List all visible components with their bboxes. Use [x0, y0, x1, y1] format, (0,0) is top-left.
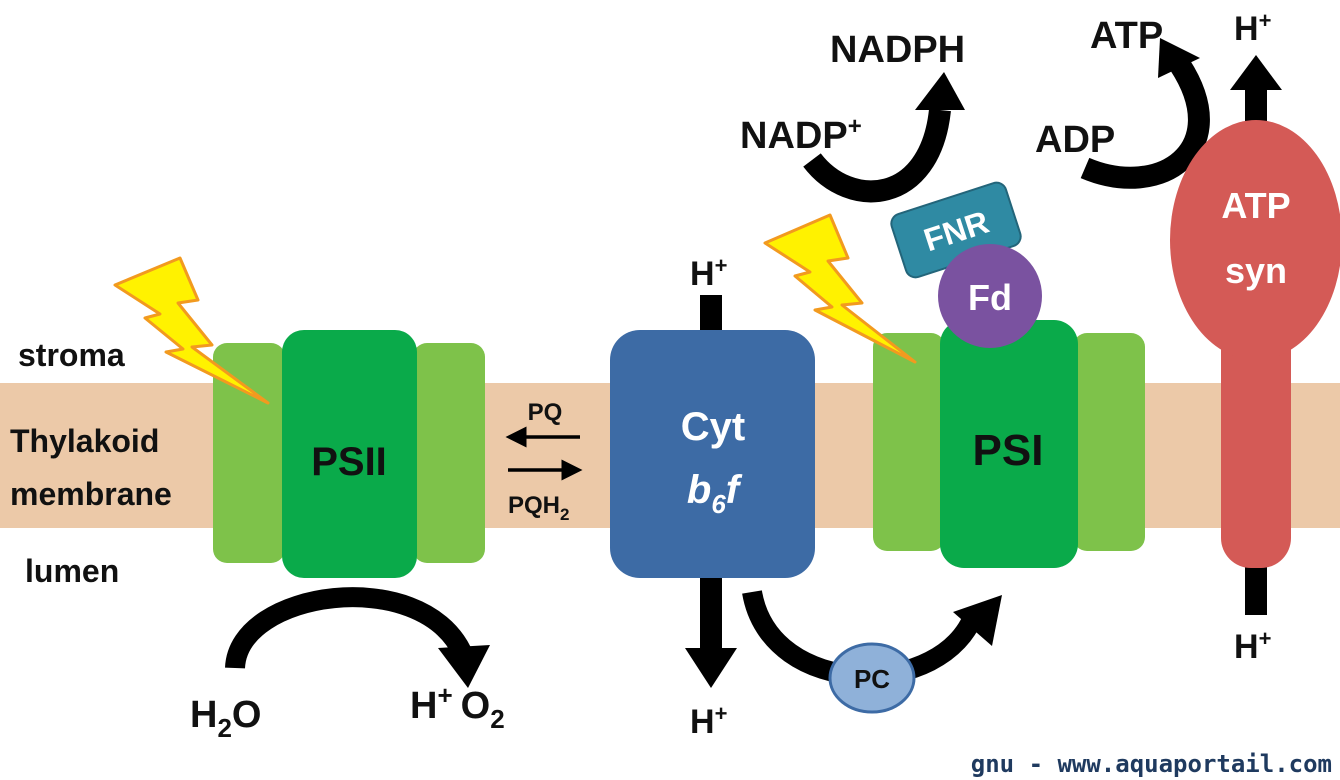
atp-arrow [1080, 59, 1210, 189]
psi-left-subunit [873, 333, 945, 551]
water-label: H2O [190, 694, 261, 743]
psi-right-subunit [1073, 333, 1145, 551]
pc-protein [828, 642, 916, 714]
membrane-label-line2: membrane [10, 476, 172, 512]
psii-core [282, 330, 417, 578]
membrane-label-line1: Thylakoid [10, 423, 159, 459]
pqh2-label: PQH2 [508, 492, 569, 524]
psii-left-subunit [213, 343, 285, 563]
psi-label: PSI [973, 426, 1044, 475]
proton-oxygen-label: H+O2 [410, 680, 505, 734]
atp-syn-label-line2: syn [1225, 250, 1287, 291]
cyt-label: Cyt [681, 405, 745, 449]
lumen-label: lumen [25, 553, 119, 589]
atps-top-arrowhead [1230, 55, 1282, 90]
stroma-label: stroma [18, 337, 125, 373]
cyt-down-arrow-shaft [700, 578, 722, 650]
atp-synthase: ATP syn [1170, 120, 1340, 568]
water-splitting-arrowhead [438, 645, 490, 688]
nadph-label: NADPH [830, 29, 965, 71]
water-splitting-arrow [225, 587, 471, 670]
pc-label: PC [854, 664, 890, 694]
cyt-b6f-body [610, 330, 815, 578]
nadph-arrow [803, 108, 951, 203]
psii-right-subunit [413, 343, 485, 563]
cyt-top-proton-label: H+ [690, 253, 727, 293]
atp-synthase-stalk [1221, 300, 1291, 568]
atps-bottom-proton-label: H+ [1234, 626, 1271, 666]
psii-label: PSII [311, 440, 387, 484]
cyt-down-arrowhead [685, 648, 737, 688]
cyt-subscript-label: b6f [687, 468, 743, 519]
pc-transfer-arrowhead [953, 595, 1002, 646]
cyt-top-proton-bar [700, 295, 722, 340]
watermark: gnu - www.aquaportail.com [971, 750, 1332, 778]
cyt-b6f-complex: Cyt b6f [610, 330, 815, 578]
atp-synthase-head [1170, 120, 1340, 360]
atp-label: ATP [1090, 15, 1163, 57]
lightning-bolt-icon [113, 256, 270, 405]
atp-syn-label-line1: ATP [1221, 185, 1290, 226]
atps-top-proton-label: H+ [1234, 8, 1271, 48]
psi-complex: PSI [873, 320, 1145, 568]
nadp-label: NADP+ [740, 113, 862, 157]
pq-label: PQ [528, 399, 563, 426]
cyt-bottom-proton-label: H+ [690, 701, 727, 741]
psi-core [940, 320, 1078, 568]
fd-label: Fd [968, 277, 1012, 318]
psii-complex: PSII [213, 330, 485, 578]
atp-arrowhead [1158, 38, 1200, 78]
lightning-bolt-icon [763, 213, 917, 364]
atps-bottom-arrow-shaft [1245, 560, 1267, 615]
fd-protein [938, 244, 1042, 348]
adp-label: ADP [1035, 119, 1115, 161]
nadph-arrowhead [915, 72, 965, 110]
